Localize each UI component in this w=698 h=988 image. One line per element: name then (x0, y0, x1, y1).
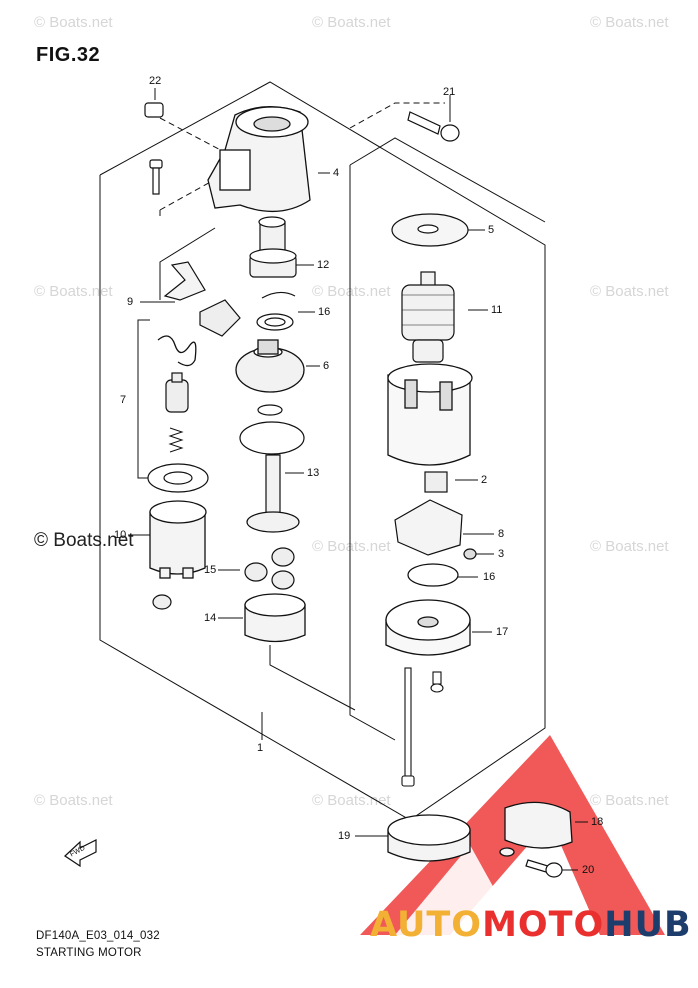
switch-contact (199, 299, 241, 337)
part-9-lever (163, 261, 206, 301)
callout-2: 2 (481, 474, 488, 486)
brand-logo: AUTOMOTOHUB (370, 905, 692, 945)
watermark: © Boats.net (590, 538, 669, 555)
watermark: © Boats.net (590, 283, 669, 300)
brand-hub: HUB (604, 905, 692, 945)
yoke-housing (387, 363, 473, 466)
callout-17: 17 (496, 626, 509, 638)
part-13-shaft (246, 454, 300, 533)
callout-16-upper: 16 (318, 306, 331, 318)
fwd-arrow-icon (64, 839, 97, 868)
part-8-brush-holder (394, 499, 463, 556)
part-12-pinion (249, 216, 297, 278)
part-16-plate (407, 563, 459, 587)
diagram-code: DF140A_E03_014_032 (36, 930, 160, 942)
cap (152, 594, 172, 610)
part-15-planet-gears (244, 547, 295, 590)
callout-13: 13 (307, 467, 320, 479)
plunger (165, 372, 189, 413)
watermark-large: © Boats.net (34, 530, 134, 551)
part-19-band (387, 814, 471, 862)
watermark: © Boats.net (312, 283, 391, 300)
callout-5: 5 (488, 224, 495, 236)
part-7-spring (157, 335, 197, 367)
callout-7: 7 (120, 394, 127, 406)
figure-title: FIG.32 (36, 44, 101, 66)
callout-19: 19 (338, 830, 351, 842)
watermark: © Boats.net (312, 538, 391, 555)
callout-3: 3 (498, 548, 505, 560)
watermark: © Boats.net (34, 14, 113, 31)
callout-1: 1 (257, 742, 264, 754)
watermark: © Boats.net (34, 283, 113, 300)
part-3-nut (463, 548, 477, 560)
diagram-title: STARTING MOTOR (36, 947, 142, 959)
part-21-bolt (407, 111, 460, 142)
callout-15: 15 (204, 564, 217, 576)
part-14-internal-gear (244, 593, 306, 643)
watermark: © Boats.net (312, 792, 391, 809)
callout-21: 21 (443, 86, 456, 98)
small-spring (168, 427, 184, 453)
solenoid-plate (147, 463, 209, 493)
part-4-end-housing (207, 106, 311, 213)
callout-8: 8 (498, 528, 505, 540)
part-2-brush (424, 471, 448, 493)
watermark: © Boats.net (590, 792, 669, 809)
part-11-armature (401, 271, 455, 363)
through-bolt (401, 667, 415, 787)
callout-9: 9 (127, 296, 134, 308)
part-10-solenoid (149, 500, 207, 579)
part-17-end-frame (385, 599, 471, 656)
part-20-bolt (525, 859, 563, 878)
callout-14: 14 (204, 612, 217, 624)
watermark: © Boats.net (312, 14, 391, 31)
part-18-clamp (499, 801, 573, 857)
part-16-clips (256, 291, 296, 331)
brand-auto: AUTO (370, 905, 483, 945)
watermark: © Boats.net (34, 792, 113, 809)
callout-4: 4 (333, 167, 340, 179)
callout-6: 6 (323, 360, 330, 372)
brand-moto: MOTO (482, 905, 605, 945)
screw (430, 671, 444, 693)
bolt-icon (149, 159, 163, 195)
callout-11: 11 (491, 304, 503, 316)
callout-16-lower: 16 (483, 571, 496, 583)
watermark: © Boats.net (590, 14, 669, 31)
part-5-plate (391, 213, 469, 247)
callout-18: 18 (591, 816, 604, 828)
callout-20: 20 (582, 864, 595, 876)
gasket (239, 404, 305, 455)
callout-10: 10 (114, 529, 127, 541)
callout-22: 22 (149, 75, 162, 87)
part-6-carrier (235, 339, 305, 393)
callout-12: 12 (317, 259, 330, 271)
part-22-sleeve (144, 102, 164, 118)
